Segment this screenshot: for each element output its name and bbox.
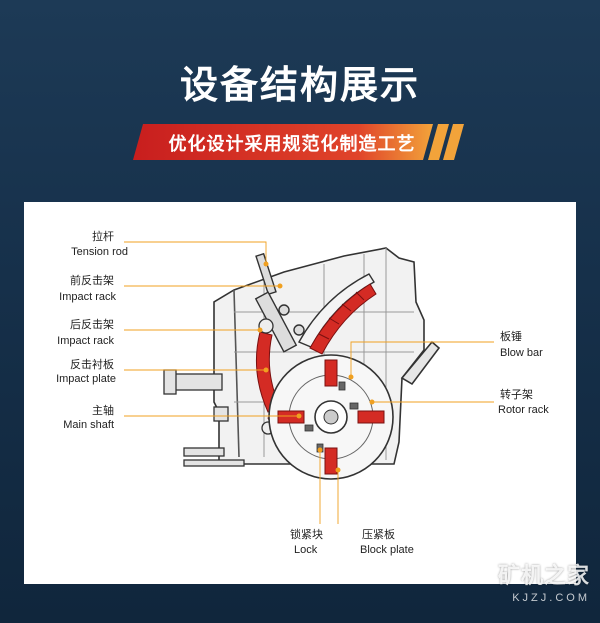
ribbon-shape bbox=[133, 124, 464, 160]
label-rear-rack-zh: 后反击架 bbox=[70, 318, 114, 331]
front-impact-rack-part bbox=[298, 273, 377, 355]
label-impact-plate-zh: 反击衬板 bbox=[70, 357, 114, 371]
tension-rod-part bbox=[254, 252, 305, 353]
page-title: 设备结构展示 bbox=[179, 63, 420, 107]
subtitle-ribbon: 优化设计采用规范化制造工艺 bbox=[133, 122, 473, 162]
label-tension-rod-en: Tension rod bbox=[71, 246, 128, 258]
label-blow-bar-zh: 板锤 bbox=[500, 329, 522, 343]
watermark: 矿机之家 KJZJ.COM bbox=[470, 558, 590, 604]
label-rear-rack-en: Impact rack bbox=[57, 335, 114, 347]
label-impact-plate-en: Impact plate bbox=[56, 373, 116, 385]
label-lock-en: Lock bbox=[294, 544, 318, 556]
label-tension-rod-zh: 拉杆 bbox=[92, 229, 114, 243]
label-rotor-rack-zh: 转子架 bbox=[500, 387, 533, 401]
label-front-rack-zh: 前反击架 bbox=[70, 273, 114, 287]
main-shaft-part bbox=[163, 369, 245, 467]
label-rotor-rack-en: Rotor rack bbox=[498, 404, 549, 416]
label-main-shaft-en: Main shaft bbox=[63, 419, 114, 431]
watermark-sub: KJZJ.COM bbox=[512, 592, 590, 604]
label-block-plate-en: Block plate bbox=[360, 544, 414, 556]
blow-bar-part bbox=[277, 359, 385, 475]
label-block-plate-zh: 压紧板 bbox=[362, 527, 395, 541]
leader-dots bbox=[257, 261, 375, 473]
label-front-rack-en: Impact rack bbox=[59, 291, 116, 303]
label-main-shaft-zh: 主轴 bbox=[92, 403, 114, 417]
label-lock-zh: 锁紧块 bbox=[290, 527, 323, 541]
ribbon-text: 优化设计采用规范化制造工艺 bbox=[168, 134, 416, 155]
label-blow-bar-en: Blow bar bbox=[500, 347, 543, 359]
leader-lines bbox=[124, 241, 494, 524]
crusher-diagram: 拉杆 Tension rod 前反击架 Impact rack 后反击架 Imp… bbox=[56, 229, 549, 556]
watermark-main: 矿机之家 bbox=[497, 564, 590, 589]
diagram-panel: 拉杆 Tension rod 前反击架 Impact rack 后反击架 Imp… bbox=[24, 202, 576, 584]
